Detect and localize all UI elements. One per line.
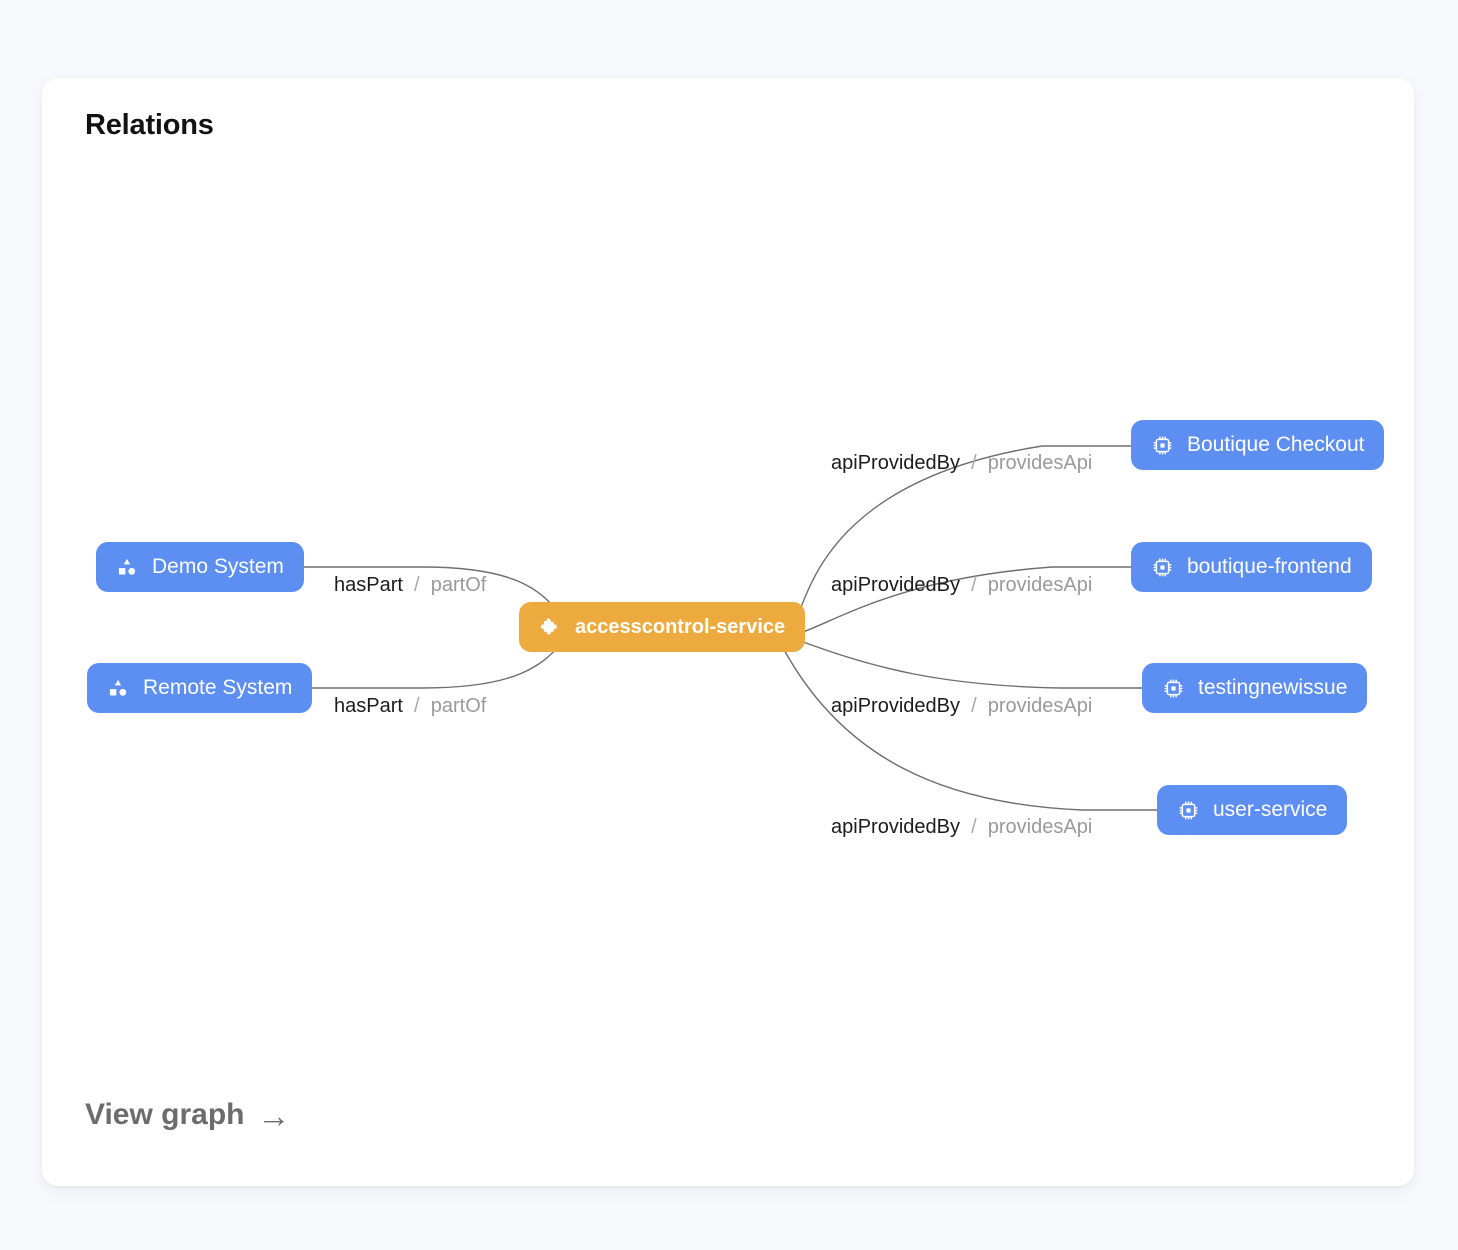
edge-label-apiprovidedby-boutique-checkout: apiProvidedBy / providesApi	[831, 453, 1092, 473]
edge-label-source: hasPart	[334, 695, 403, 717]
edge-label-source: apiProvidedBy	[831, 816, 960, 838]
edge-label-separator: /	[965, 452, 983, 474]
edge-label-separator: /	[965, 816, 983, 838]
edge-label-target: providesApi	[987, 574, 1093, 596]
chip-icon	[1151, 556, 1173, 578]
edge-label-target: providesApi	[987, 695, 1093, 717]
chip-icon	[1177, 799, 1199, 821]
edge-label-source: apiProvidedBy	[831, 574, 960, 596]
node-user-service[interactable]: user-service	[1157, 785, 1348, 835]
node-testingnewissue[interactable]: testingnewissue	[1142, 663, 1368, 713]
shapes-icon	[107, 677, 129, 699]
node-label: Remote System	[143, 676, 293, 699]
node-label: Boutique Checkout	[1187, 433, 1365, 456]
chip-icon	[1151, 434, 1173, 456]
edge-label-haspart-remote-system: hasPart / partOf	[334, 696, 486, 716]
edge-label-apiprovidedby-boutique-frontend: apiProvidedBy / providesApi	[831, 575, 1092, 595]
edge-label-separator: /	[408, 695, 426, 717]
relations-graph: Demo System Remote System	[42, 78, 1414, 1186]
shapes-icon	[116, 556, 138, 578]
node-remote-system[interactable]: Remote System	[87, 663, 313, 713]
view-graph-link[interactable]: View graph →	[85, 1098, 291, 1132]
edge-center-to-user-service	[781, 645, 1157, 811]
view-graph-label: View graph	[85, 1098, 245, 1131]
puzzle-piece-icon	[539, 616, 561, 638]
edge-center-to-testingnewissue	[797, 639, 1142, 689]
edge-label-separator: /	[965, 695, 983, 717]
relations-card: Relations Demo	[42, 78, 1414, 1186]
edge-label-source: apiProvidedBy	[831, 695, 960, 717]
edge-label-source: hasPart	[334, 574, 403, 596]
edge-label-target: partOf	[430, 574, 487, 596]
arrow-right-icon: →	[257, 1096, 291, 1134]
edge-label-separator: /	[965, 574, 983, 596]
node-boutique-checkout[interactable]: Boutique Checkout	[1131, 420, 1385, 470]
node-label: accesscontrol-service	[575, 615, 786, 638]
node-label: testingnewissue	[1198, 676, 1348, 699]
node-label: Demo System	[152, 555, 284, 578]
chip-icon	[1162, 677, 1184, 699]
node-accesscontrol-service[interactable]: accesscontrol-service	[519, 602, 806, 652]
edge-label-apiprovidedby-user-service: apiProvidedBy / providesApi	[831, 817, 1092, 837]
edge-label-haspart-demo-system: hasPart / partOf	[334, 575, 486, 595]
edge-label-target: providesApi	[987, 816, 1093, 838]
node-boutique-frontend[interactable]: boutique-frontend	[1131, 542, 1372, 592]
edge-label-apiprovidedby-testingnewissue: apiProvidedBy / providesApi	[831, 696, 1092, 716]
edge-label-target: partOf	[430, 695, 487, 717]
edge-label-target: providesApi	[987, 452, 1093, 474]
page-title: Relations	[85, 109, 214, 141]
edge-label-separator: /	[408, 574, 426, 596]
node-demo-system[interactable]: Demo System	[96, 542, 304, 592]
node-label: boutique-frontend	[1187, 555, 1352, 578]
node-label: user-service	[1213, 798, 1328, 821]
edge-label-source: apiProvidedBy	[831, 452, 960, 474]
